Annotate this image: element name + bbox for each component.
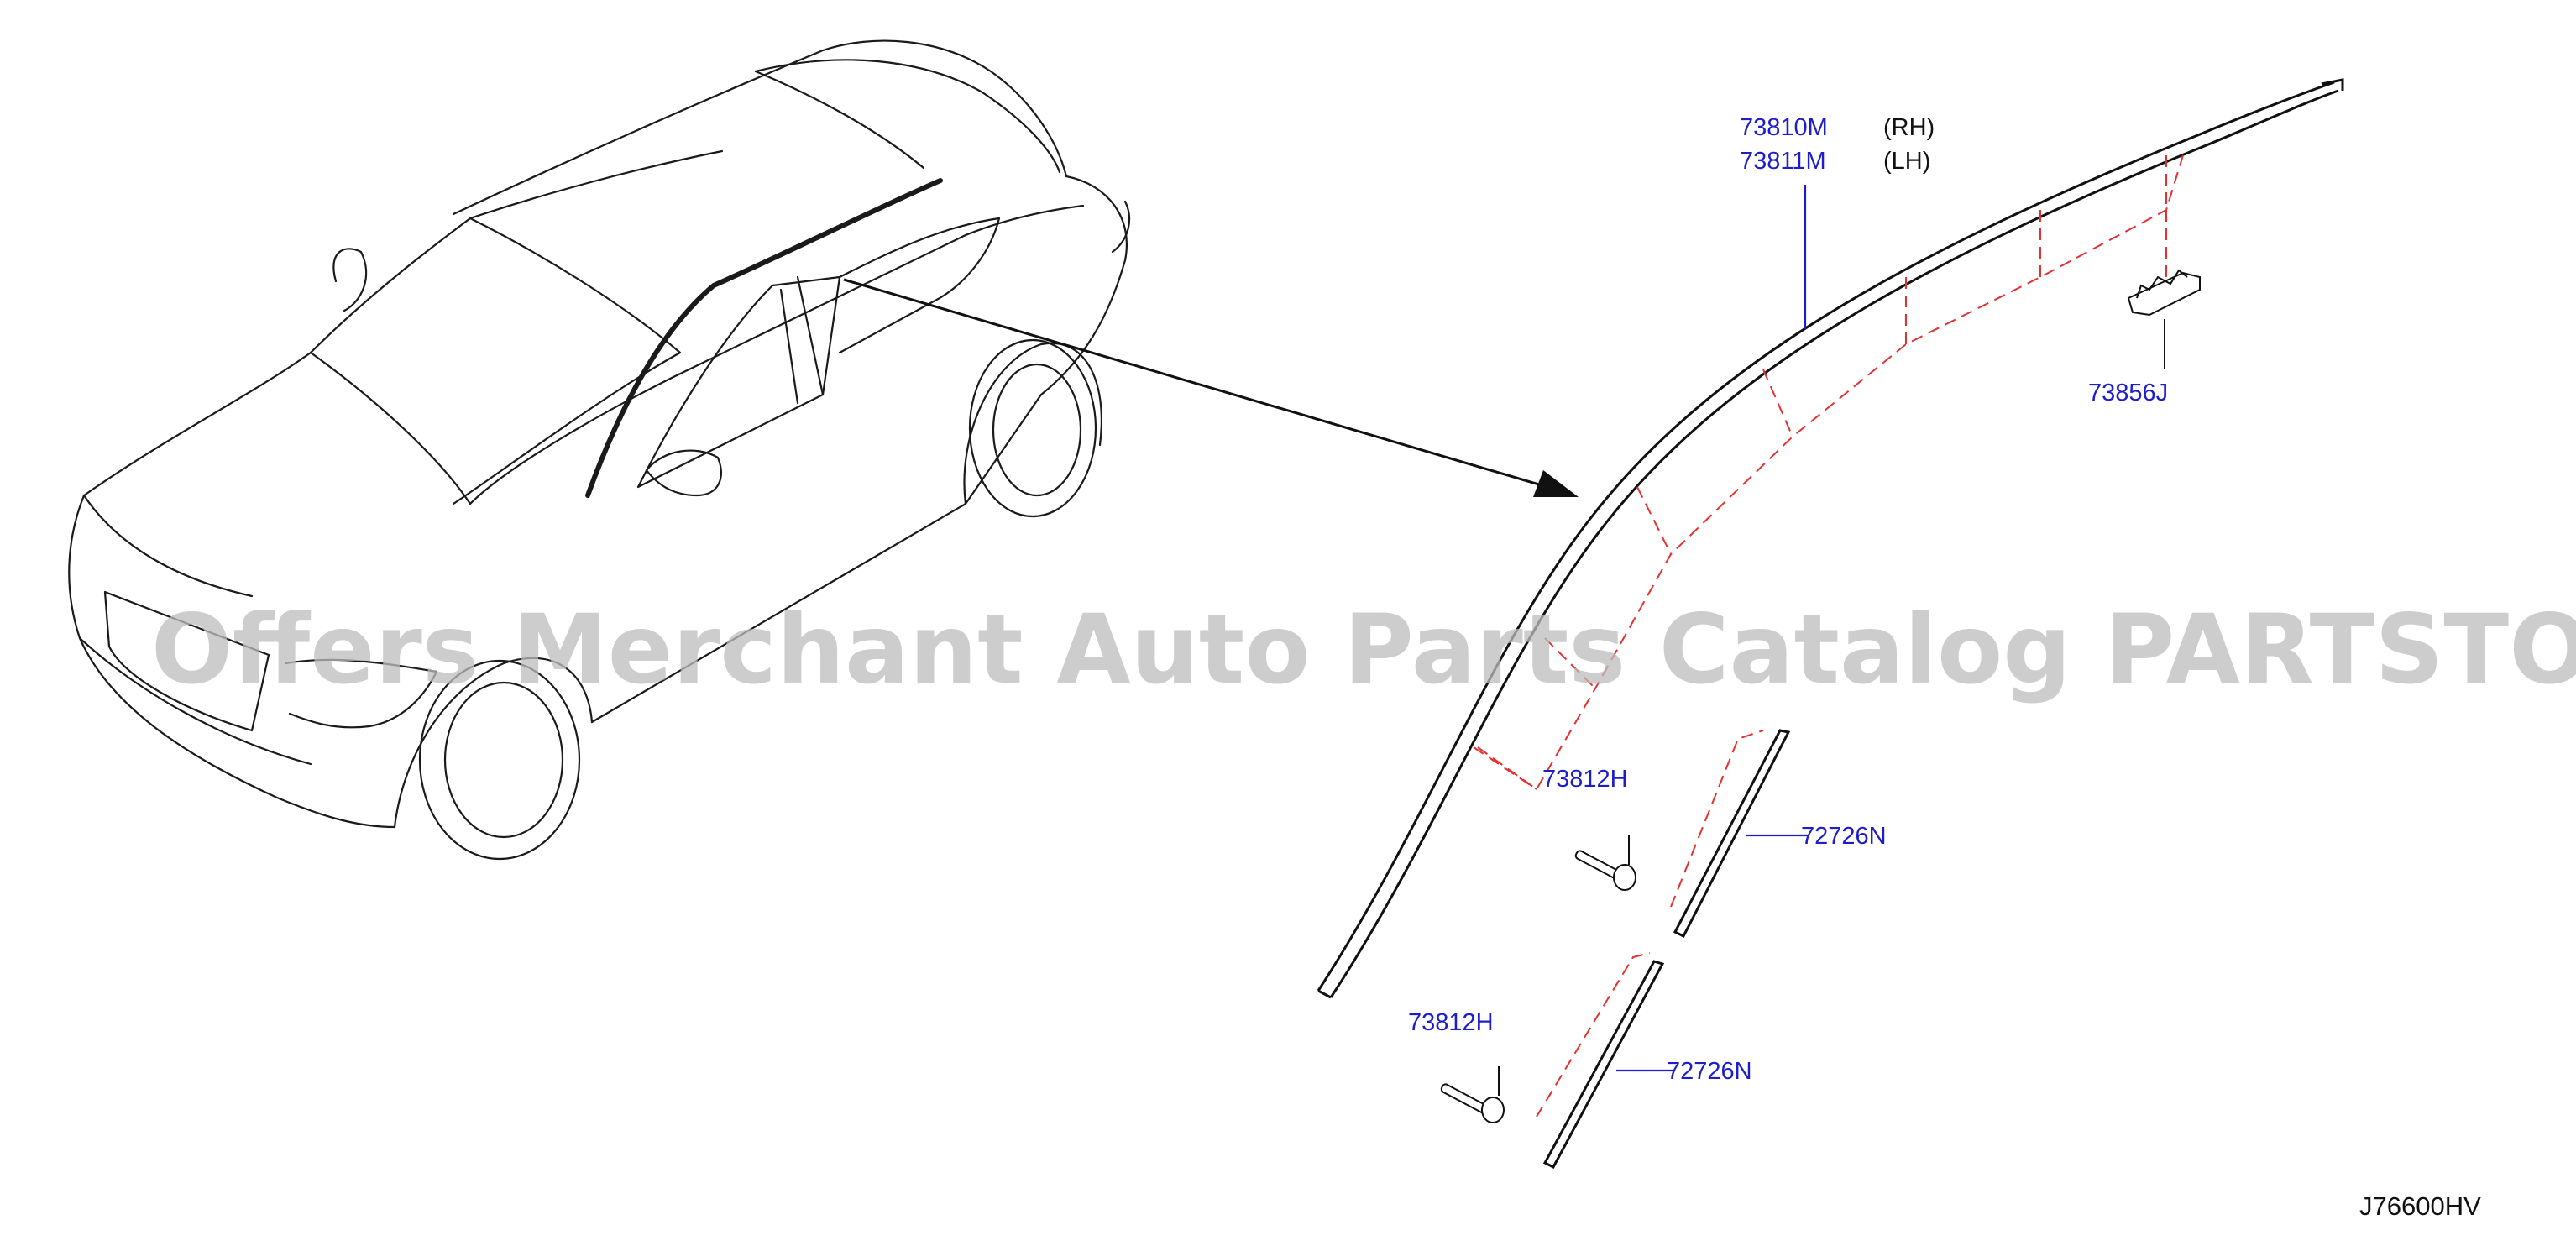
side-label-rh: (RH) bbox=[1883, 114, 1935, 141]
watermark-text: Offers Merchant Auto Parts Catalog PARTS… bbox=[151, 594, 2576, 705]
part-number-72726n-lower[interactable]: 72726N bbox=[1667, 1058, 1752, 1085]
vehicle-outline-illustration bbox=[68, 39, 1131, 861]
part-number-72726n-upper[interactable]: 72726N bbox=[1801, 823, 1887, 850]
roof-drip-molding-drawing bbox=[1317, 78, 2344, 999]
callout-arrowhead bbox=[1533, 470, 1579, 497]
side-label-lh: (LH) bbox=[1883, 148, 1930, 175]
assembly-guide-lines bbox=[1473, 154, 2184, 1118]
finisher-strip-lower-drawing bbox=[1542, 960, 1665, 1169]
clip-73812h-upper-drawing bbox=[1574, 835, 1636, 891]
part-number-73856j[interactable]: 73856J bbox=[2088, 380, 2168, 406]
clip-73856j-drawing bbox=[2127, 269, 2201, 369]
part-number-73811m[interactable]: 73811M bbox=[1740, 148, 1826, 175]
part-number-73812h-lower[interactable]: 73812H bbox=[1408, 1009, 1494, 1036]
diagram-code: J76600HV bbox=[2359, 1191, 2481, 1221]
clip-73812h-lower-drawing bbox=[1440, 1066, 1505, 1123]
part-number-73812h-upper[interactable]: 73812H bbox=[1542, 766, 1628, 793]
part-number-73810m[interactable]: 73810M bbox=[1740, 114, 1828, 141]
finisher-strip-upper-drawing bbox=[1673, 729, 1791, 939]
callout-arrow bbox=[843, 278, 1563, 493]
